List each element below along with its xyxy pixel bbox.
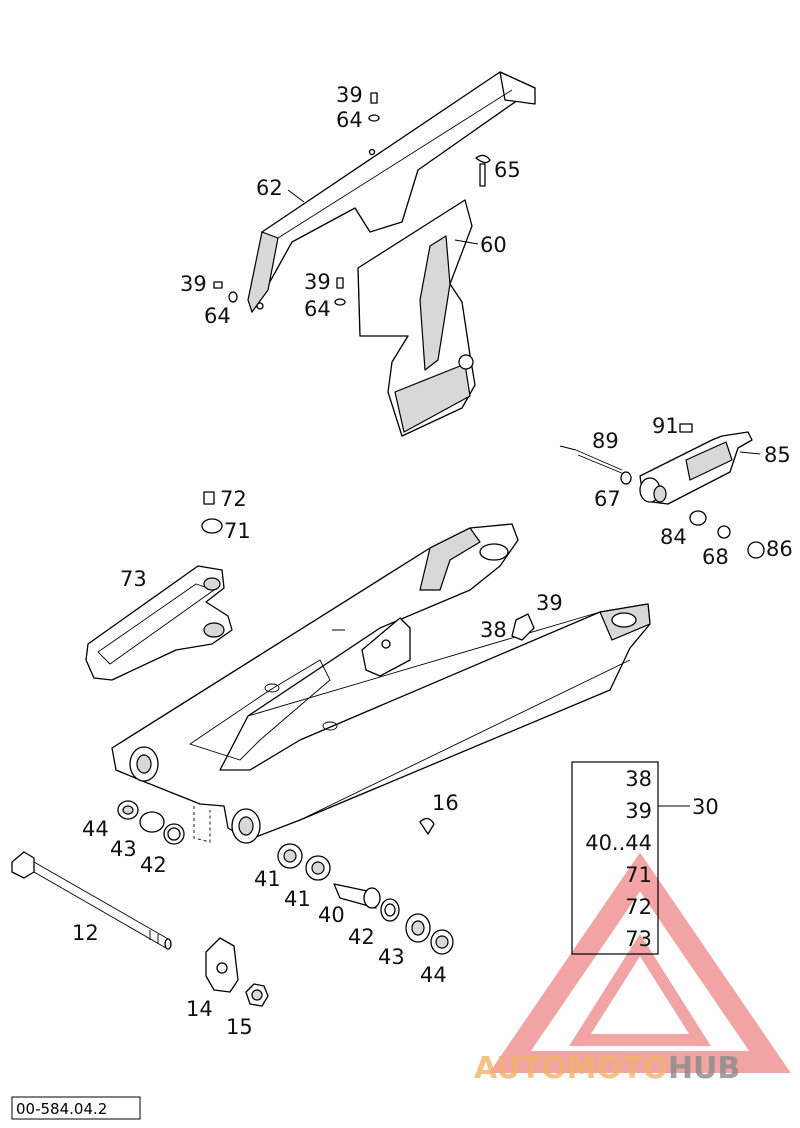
label-64-left: 64	[204, 304, 231, 328]
diagram-code: 00-584.04.2	[16, 1100, 107, 1118]
kit-item: 38	[625, 767, 652, 791]
label-16: 16	[432, 791, 459, 815]
label-85: 85	[764, 443, 791, 467]
chain-guard-part	[357, 199, 476, 437]
kit-box	[571, 761, 690, 955]
label-42-left: 42	[140, 853, 167, 877]
label-39-left: 39	[180, 272, 207, 296]
label-64-mid: 64	[304, 297, 331, 321]
fasteners-72-71	[201, 491, 223, 534]
label-41-a: 41	[254, 867, 281, 891]
part-labels: 39 64 65 62 60 39 64 39 64 91 89 85 67 8…	[72, 83, 793, 1039]
dashed-guide-line	[193, 806, 211, 843]
label-43-right: 43	[378, 945, 405, 969]
bearing-set-left	[117, 800, 185, 845]
label-86: 86	[766, 537, 793, 561]
label-64-top: 64	[336, 108, 363, 132]
chain-adjuster-plate-part	[205, 937, 239, 993]
watermark-logo	[489, 852, 791, 1073]
label-39-mid: 39	[304, 270, 331, 294]
label-44-left: 44	[82, 817, 109, 841]
label-65: 65	[494, 158, 521, 182]
cap-part	[419, 817, 435, 835]
fasteners-top	[213, 92, 491, 306]
kit-item: 39	[625, 799, 652, 823]
label-71: 71	[224, 519, 251, 543]
label-68: 68	[702, 545, 729, 569]
kit-box-items: 38 39 40..44 71 72 73	[585, 767, 652, 951]
label-84: 84	[660, 525, 687, 549]
watermark-part2: HUB	[668, 1051, 740, 1086]
chain-slider-part	[85, 565, 233, 681]
label-38: 38	[480, 618, 507, 642]
label-73: 73	[120, 567, 147, 591]
label-41-b: 41	[284, 887, 311, 911]
label-42-right: 42	[348, 925, 375, 949]
swingarm-part	[111, 523, 651, 844]
swingarm-axle-part	[11, 851, 172, 950]
label-67: 67	[594, 487, 621, 511]
label-12: 12	[72, 921, 99, 945]
label-72: 72	[220, 487, 247, 511]
chain-guide-bracket-part	[575, 423, 765, 559]
kit-item: 71	[625, 863, 652, 887]
bearing-set-right	[277, 843, 454, 955]
chain-guide-upper-part	[247, 71, 536, 313]
label-30: 30	[692, 795, 719, 819]
label-39-right: 39	[536, 591, 563, 615]
label-44-right: 44	[420, 963, 447, 987]
label-15: 15	[226, 1015, 253, 1039]
label-89: 89	[592, 429, 619, 453]
watermark-part1: AUTOMOTO	[474, 1051, 668, 1086]
label-39-top: 39	[336, 83, 363, 107]
diagram-code-box: 00-584.04.2	[11, 1096, 141, 1120]
watermark-text: AUTOMOTOHUB	[474, 1051, 740, 1086]
label-14: 14	[186, 997, 213, 1021]
label-62: 62	[256, 176, 283, 200]
label-91: 91	[652, 414, 679, 438]
axle-nut-part	[245, 983, 269, 1007]
label-43-left: 43	[110, 837, 137, 861]
kit-item: 72	[625, 895, 652, 919]
kit-item: 40..44	[585, 831, 652, 855]
label-60: 60	[480, 233, 507, 257]
leader-lines	[287, 189, 761, 631]
kit-item: 73	[625, 927, 652, 951]
label-40: 40	[318, 903, 345, 927]
